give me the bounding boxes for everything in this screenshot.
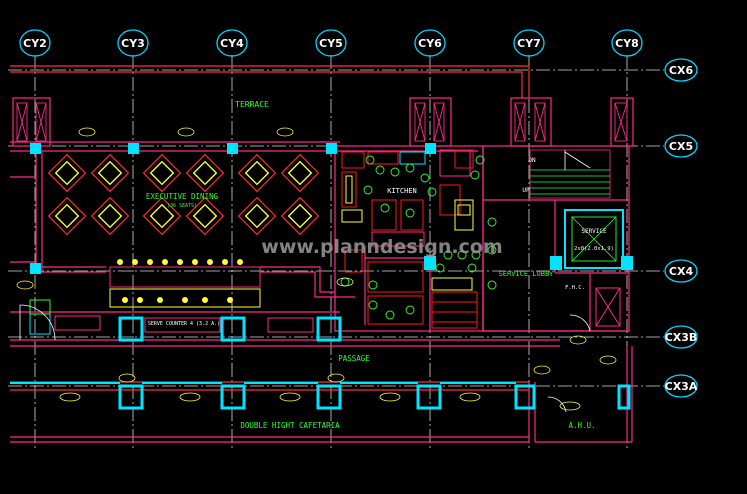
ahu-label: A.H.U. — [568, 421, 595, 430]
grid-label: CY2 — [23, 37, 47, 50]
grid-label: CX6 — [669, 64, 694, 77]
dining-table — [47, 153, 87, 193]
grid-bubble-cy2: CY2 — [19, 29, 51, 57]
grid-label: CY3 — [121, 37, 145, 50]
grid-bubble-cy4: CY4 — [216, 29, 248, 57]
fhc-box — [595, 287, 621, 327]
stair-up-label: UP — [522, 187, 530, 194]
dining-table — [47, 196, 87, 236]
grid-bubble-cy6: CY6 — [414, 29, 446, 57]
grid-bubble-cx6: CX6 — [664, 58, 698, 82]
dining-table — [142, 196, 182, 236]
kitchen-equipment — [341, 149, 478, 329]
counter-dots — [117, 259, 243, 303]
structural-columns — [30, 143, 633, 274]
fhc-label: F.H.C. — [565, 285, 585, 291]
dining-table — [185, 196, 225, 236]
passage-column-strips — [10, 382, 516, 384]
service-lift-size: 2x0(2.0x1.9) — [574, 246, 614, 252]
grid-label: CX4 — [669, 265, 694, 278]
passage-label: PASSAGE — [338, 354, 370, 363]
dining-tables — [47, 153, 320, 236]
staircase — [529, 149, 611, 199]
grid-label: CY8 — [615, 37, 639, 50]
grid-bubble-cx3a: CX3A — [664, 374, 698, 398]
grid-label: CY6 — [418, 37, 442, 50]
grid-bubble-cx4: CX4 — [664, 259, 698, 283]
cafeteria-label: DOUBLE HIGHT CAFETARIA — [240, 421, 340, 430]
stair-down-label: DN — [528, 157, 536, 164]
grid-label: CX3B — [665, 331, 698, 344]
dining-table — [280, 196, 320, 236]
dining-table — [237, 196, 277, 236]
executive-dining-label: EXECUTIVE DINING — [146, 192, 219, 201]
grid-bubble-cy8: CY8 — [611, 29, 643, 57]
service-lift — [564, 209, 624, 269]
grid-bubble-cy5: CY5 — [315, 29, 347, 57]
dining-table — [90, 153, 130, 193]
dining-table — [185, 153, 225, 193]
grid-bubble-cy7: CY7 — [513, 29, 545, 57]
grid-label: CX3A — [665, 380, 698, 393]
dining-table — [142, 153, 182, 193]
kitchen-label: KITCHEN — [387, 187, 417, 195]
grid-bubble-cx3b: CX3B — [664, 325, 698, 349]
row-bubbles: CX6 CX5 CX4 CX3B CX3A — [664, 58, 698, 398]
passage-columns — [118, 316, 631, 410]
grid-label: CY7 — [517, 37, 541, 50]
grid-bubble-cx5: CX5 — [664, 134, 698, 158]
dining-table — [237, 153, 277, 193]
executive-dining-seats: (36 SEATS) — [167, 203, 197, 209]
grid-label: CX5 — [669, 140, 693, 153]
grid-bubble-cy3: CY3 — [117, 29, 149, 57]
service-lobby-label: SERVICE LOBBY — [499, 270, 555, 278]
dining-table — [90, 196, 130, 236]
service-lift-label: SERVICE — [581, 228, 607, 235]
terrace-label: TERRACE — [235, 100, 269, 109]
watermark: www.planndesign.com — [261, 236, 502, 258]
grid-label: CY5 — [319, 37, 343, 50]
dining-table — [280, 153, 320, 193]
serve-counter-label: SERVE COUNTER 4 (3.2 A.) — [148, 321, 220, 327]
entrance-door — [19, 304, 591, 413]
column-bubbles: CY2 CY3 CY4 CY5 CY6 CY7 CY8 — [19, 29, 643, 57]
serve-counter — [29, 266, 314, 335]
terrace-pillars — [16, 102, 628, 142]
grid-label: CY4 — [220, 37, 244, 50]
tag-bubbles — [16, 127, 617, 411]
